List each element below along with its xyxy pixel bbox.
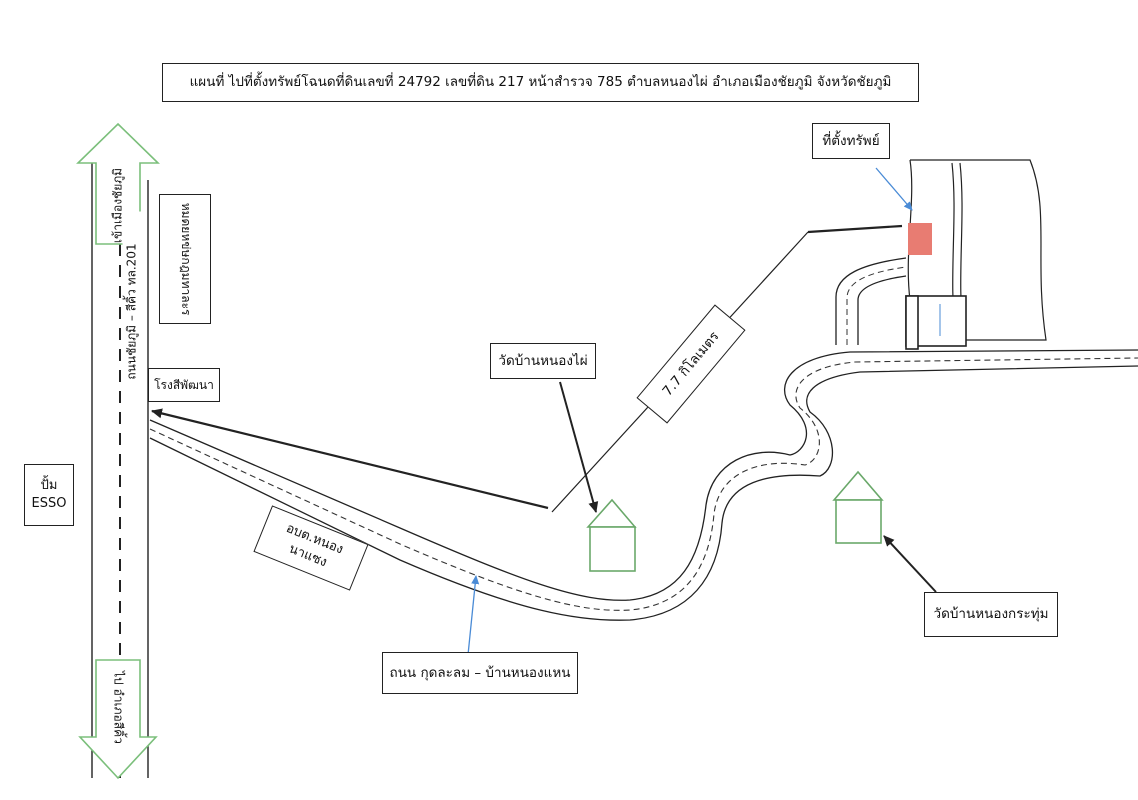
temple-nong-phai-pointer — [559, 381, 599, 513]
kut-la-lom-road-text: ถนน กุดละลม – บ้านหนองแหน — [389, 664, 571, 681]
access-road — [835, 257, 907, 345]
mill-text: โรงสีพัฒนา — [154, 377, 214, 392]
map-title: แผนที่ ไปที่ตั้งทรัพย์โฉนดที่ดินเลขที่ 2… — [162, 63, 919, 102]
property-location-text: ที่ตั้งทรัพย์ — [822, 132, 880, 149]
road-pointer — [467, 575, 480, 656]
map-title-text: แผนที่ ไปที่ตั้งทรัพย์โฉนดที่ดินเลขที่ 2… — [189, 74, 892, 91]
vertical-sign-box: หมดยหข่ษกฎมทาละร — [159, 194, 211, 324]
gas-station-line2: ESSO — [31, 496, 67, 511]
temple-nong-phai-text: วัดบ้านหนองไผ่ — [498, 352, 588, 369]
kut-la-lom-road — [149, 349, 1138, 621]
highway-name-text: ถนนชัยภูมิ – สีคิ้ว ทล.201 — [124, 243, 139, 380]
route-line-top — [807, 224, 903, 234]
route-arrow-to-highway — [151, 408, 549, 510]
temple-nong-kra-thum-pointer — [883, 535, 937, 593]
house-icon — [832, 470, 884, 544]
temple-nong-phai-label: วัดบ้านหนองไผ่ — [490, 343, 596, 379]
kut-la-lom-road-label: ถนน กุดละลม – บ้านหนองแหน — [382, 652, 578, 694]
to-district-text: ไป อำเภอสีคิ้ว — [111, 671, 126, 744]
to-district-arrow — [78, 659, 158, 780]
gas-station-label: ปั้ม ESSO — [24, 464, 74, 526]
property-pointer — [875, 167, 913, 211]
property-location-label: ที่ตั้งทรัพย์ — [812, 123, 890, 159]
temple-nong-kra-thum-label: วัดบ้านหนองกระทุ่ม — [924, 592, 1058, 637]
bridge — [905, 295, 967, 350]
mill-label: โรงสีพัฒนา — [148, 368, 220, 402]
vertical-sign-text: หมดยหข่ษกฎมทาละร — [179, 202, 194, 316]
temple-nong-kra-thum-text: วัดบ้านหนองกระทุ่ม — [933, 606, 1049, 623]
gas-station-line1: ปั้ม — [40, 478, 58, 494]
property-marker — [908, 223, 932, 255]
highway-name: ถนนชัยภูมิ – สีคิ้ว ทล.201 — [122, 211, 142, 412]
house-icon — [586, 498, 637, 572]
